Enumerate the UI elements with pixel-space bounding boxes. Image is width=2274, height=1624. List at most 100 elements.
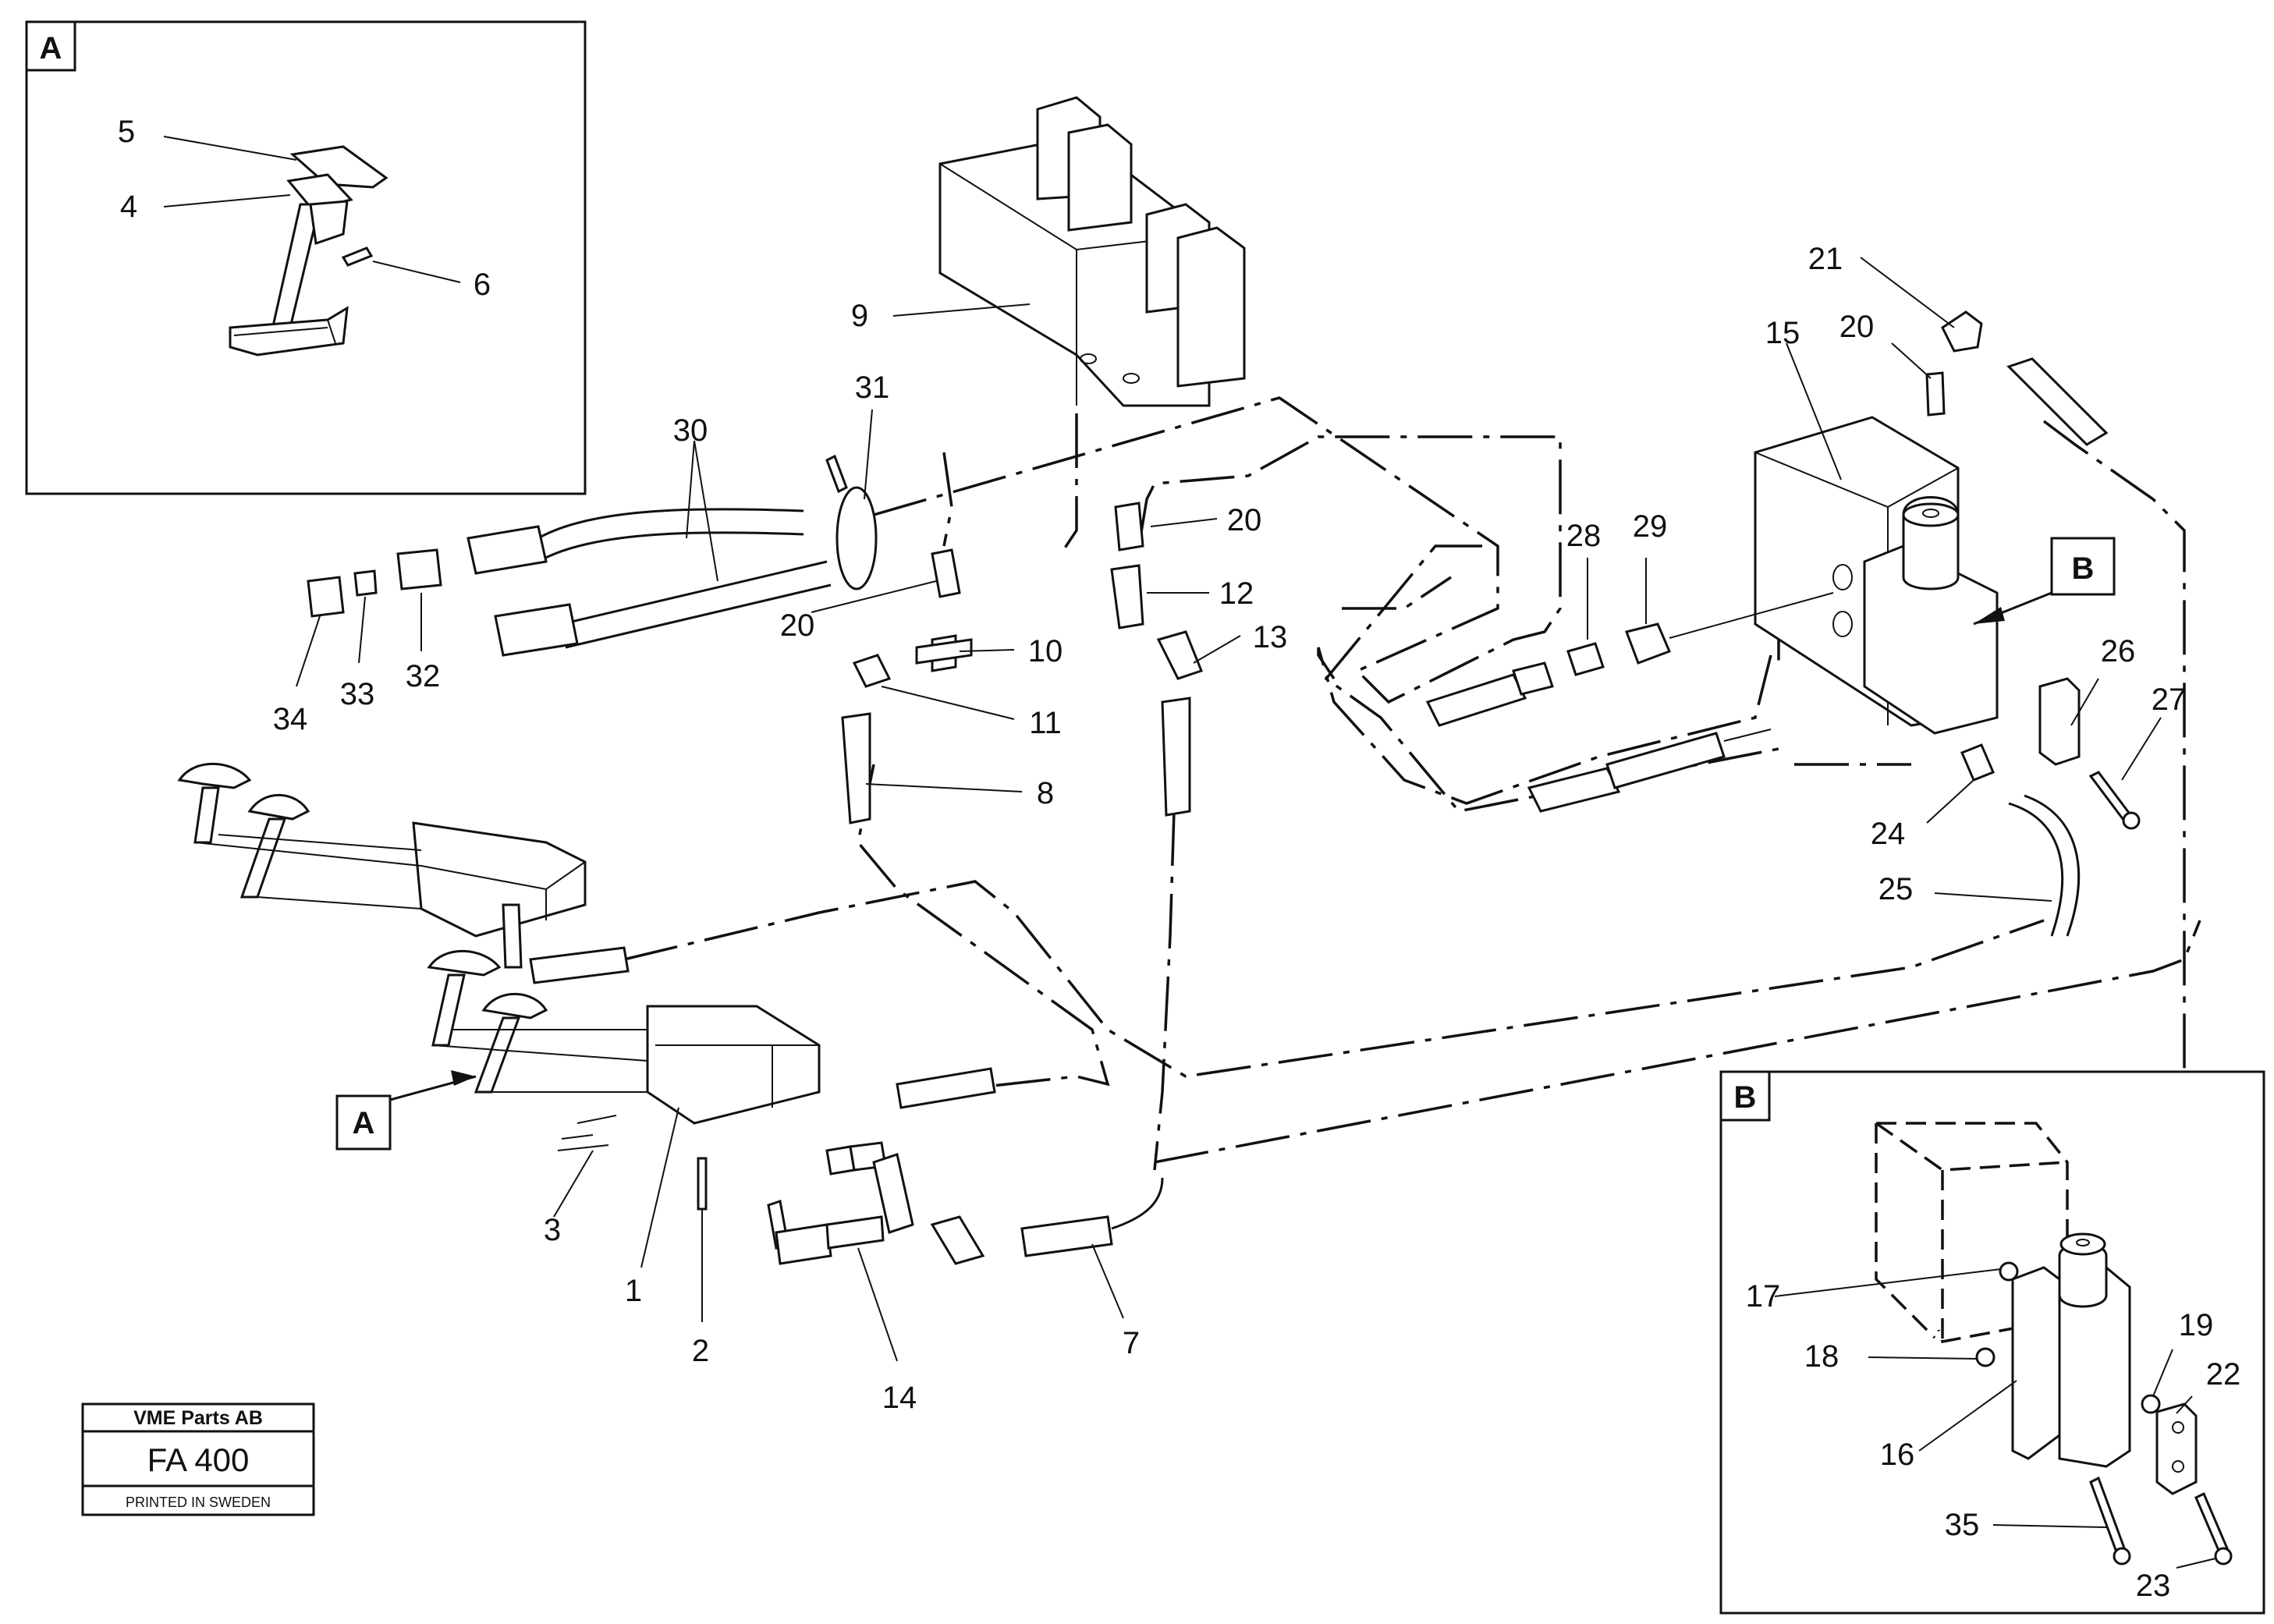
hose-part-30-lower — [561, 560, 832, 649]
pipe-route-upper — [873, 396, 1562, 704]
elbow-part-14 — [775, 1223, 832, 1265]
callout-6: 6 — [474, 268, 491, 302]
o-ring-part-17 — [1999, 1261, 2019, 1282]
nipple-part-20-right — [1114, 502, 1144, 551]
callout-18: 18 — [1804, 1339, 1839, 1374]
hose-part-7-bottom — [1020, 1215, 1113, 1257]
fittings-28-29 — [1425, 592, 1834, 813]
callout-23: 23 — [2136, 1569, 2171, 1603]
callout-34: 34 — [273, 702, 308, 736]
lower-fittings — [557, 1067, 1164, 1265]
elbow-part-13 — [1156, 630, 1203, 680]
callout-5: 5 — [118, 115, 135, 149]
marker-b: B — [1973, 537, 2116, 626]
pedal-valve-lower — [427, 903, 821, 1125]
pedal-valve-upper — [177, 762, 587, 938]
bracket-part-26 — [2038, 677, 2081, 766]
pipe-route-7 — [1153, 810, 1176, 1171]
hose-part-8 — [841, 712, 871, 824]
valve-detail — [1875, 1122, 2233, 1565]
pipe-routes — [623, 396, 2201, 1171]
callout-8: 8 — [1037, 776, 1054, 810]
bracket-part-22 — [2155, 1402, 2198, 1495]
inset-a-letter: A — [40, 31, 62, 66]
callout-27: 27 — [2152, 683, 2187, 717]
marker-a-letter: A — [353, 1106, 375, 1140]
elbow-part-11 — [852, 654, 892, 688]
callout-17: 17 — [1746, 1279, 1781, 1314]
callout-35: 35 — [1945, 1508, 1980, 1542]
fitting-part-21 — [1941, 310, 2109, 446]
inset-a: A 5 4 6 — [25, 20, 587, 495]
callout-2: 2 — [692, 1334, 709, 1368]
callout-28: 28 — [1566, 519, 1602, 553]
callout-26: 26 — [2101, 634, 2136, 668]
fitting-part-32 — [396, 548, 442, 590]
pedal-bracket — [309, 200, 349, 246]
hose-set-30 — [307, 454, 878, 657]
pipe-route-8 — [857, 764, 1110, 1094]
callout-30: 30 — [673, 413, 708, 448]
callout-10: 10 — [1028, 634, 1063, 668]
callout-11: 11 — [1029, 706, 1062, 740]
nipple-part-20-top — [1925, 371, 1946, 417]
callout-16: 16 — [1880, 1438, 1915, 1472]
center-fittings — [841, 502, 1203, 824]
screw-part-23 — [2194, 1491, 2229, 1555]
inset-a-frame — [25, 20, 587, 495]
callout-13: 13 — [1253, 620, 1288, 654]
hose-part-30-upper — [537, 508, 804, 563]
pedal-assembly-detail — [229, 145, 388, 356]
o-ring-part-19 — [2141, 1394, 2161, 1414]
screw-part-6 — [341, 246, 374, 267]
bolt-part-2 — [697, 1157, 708, 1211]
elbow-lower — [930, 1215, 985, 1265]
inset-a-label-box — [25, 20, 76, 72]
o-ring-part-18 — [1975, 1347, 1996, 1367]
callout-4: 4 — [120, 190, 137, 224]
callout-24: 24 — [1871, 817, 1906, 851]
callout-19: 19 — [2179, 1308, 2214, 1342]
pedal-plate-part-4 — [286, 173, 353, 211]
callout-15: 15 — [1765, 316, 1800, 350]
inset-b: B 17 18 16 19 22 35 — [1719, 1070, 2265, 1615]
hose-part-7-top — [1161, 697, 1191, 817]
pipe-route-lower-right — [623, 880, 2045, 1078]
printed-in: PRINTED IN SWEDEN — [126, 1495, 271, 1510]
pipe-route-right — [1317, 647, 1772, 805]
valve-block-part-16 — [2011, 1266, 2061, 1460]
company-name: VME Parts AB — [133, 1407, 263, 1429]
callout-20-top-right: 20 — [1839, 310, 1875, 344]
marker-b-letter: B — [2072, 551, 2095, 586]
spring-part-3 — [557, 1115, 617, 1151]
fitting-part-24 — [1960, 743, 1995, 782]
clamp-part-31 — [835, 486, 878, 590]
callout-31: 31 — [855, 371, 890, 405]
tee-part-12 — [1110, 564, 1144, 629]
marker-a: A — [335, 1070, 477, 1151]
hose-part-25 — [2008, 794, 2081, 937]
callout-25: 25 — [1878, 872, 1914, 906]
nipple-part-20-left — [931, 548, 961, 598]
tank-part-9 — [938, 96, 1246, 407]
callout-29: 29 — [1633, 509, 1668, 544]
hose-lower-valve — [1527, 767, 1621, 813]
drawing-code: FA 400 — [147, 1441, 250, 1478]
callout-1: 1 — [625, 1274, 642, 1308]
inset-b-letter: B — [1734, 1080, 1757, 1115]
callout-3: 3 — [544, 1213, 561, 1247]
callout-12: 12 — [1219, 576, 1254, 611]
inset-b-frame — [1719, 1070, 2265, 1615]
pipe-route-21 — [2042, 420, 2186, 1076]
callout-7: 7 — [1123, 1326, 1140, 1360]
fitting-part-33 — [353, 569, 378, 597]
pipe-route-lower — [1154, 920, 2201, 1164]
inset-b-label-box — [1719, 1070, 1771, 1122]
valve-body-outline — [1875, 1122, 2069, 1344]
title-block: VME Parts AB FA 400 PRINTED IN SWEDEN — [81, 1402, 315, 1516]
fitting-part-28 — [1566, 642, 1605, 676]
fitting-part-29 — [1625, 622, 1671, 665]
valve-part-15 — [1754, 416, 1999, 735]
callout-14: 14 — [882, 1381, 917, 1415]
hose-upper-right — [2006, 357, 2109, 446]
